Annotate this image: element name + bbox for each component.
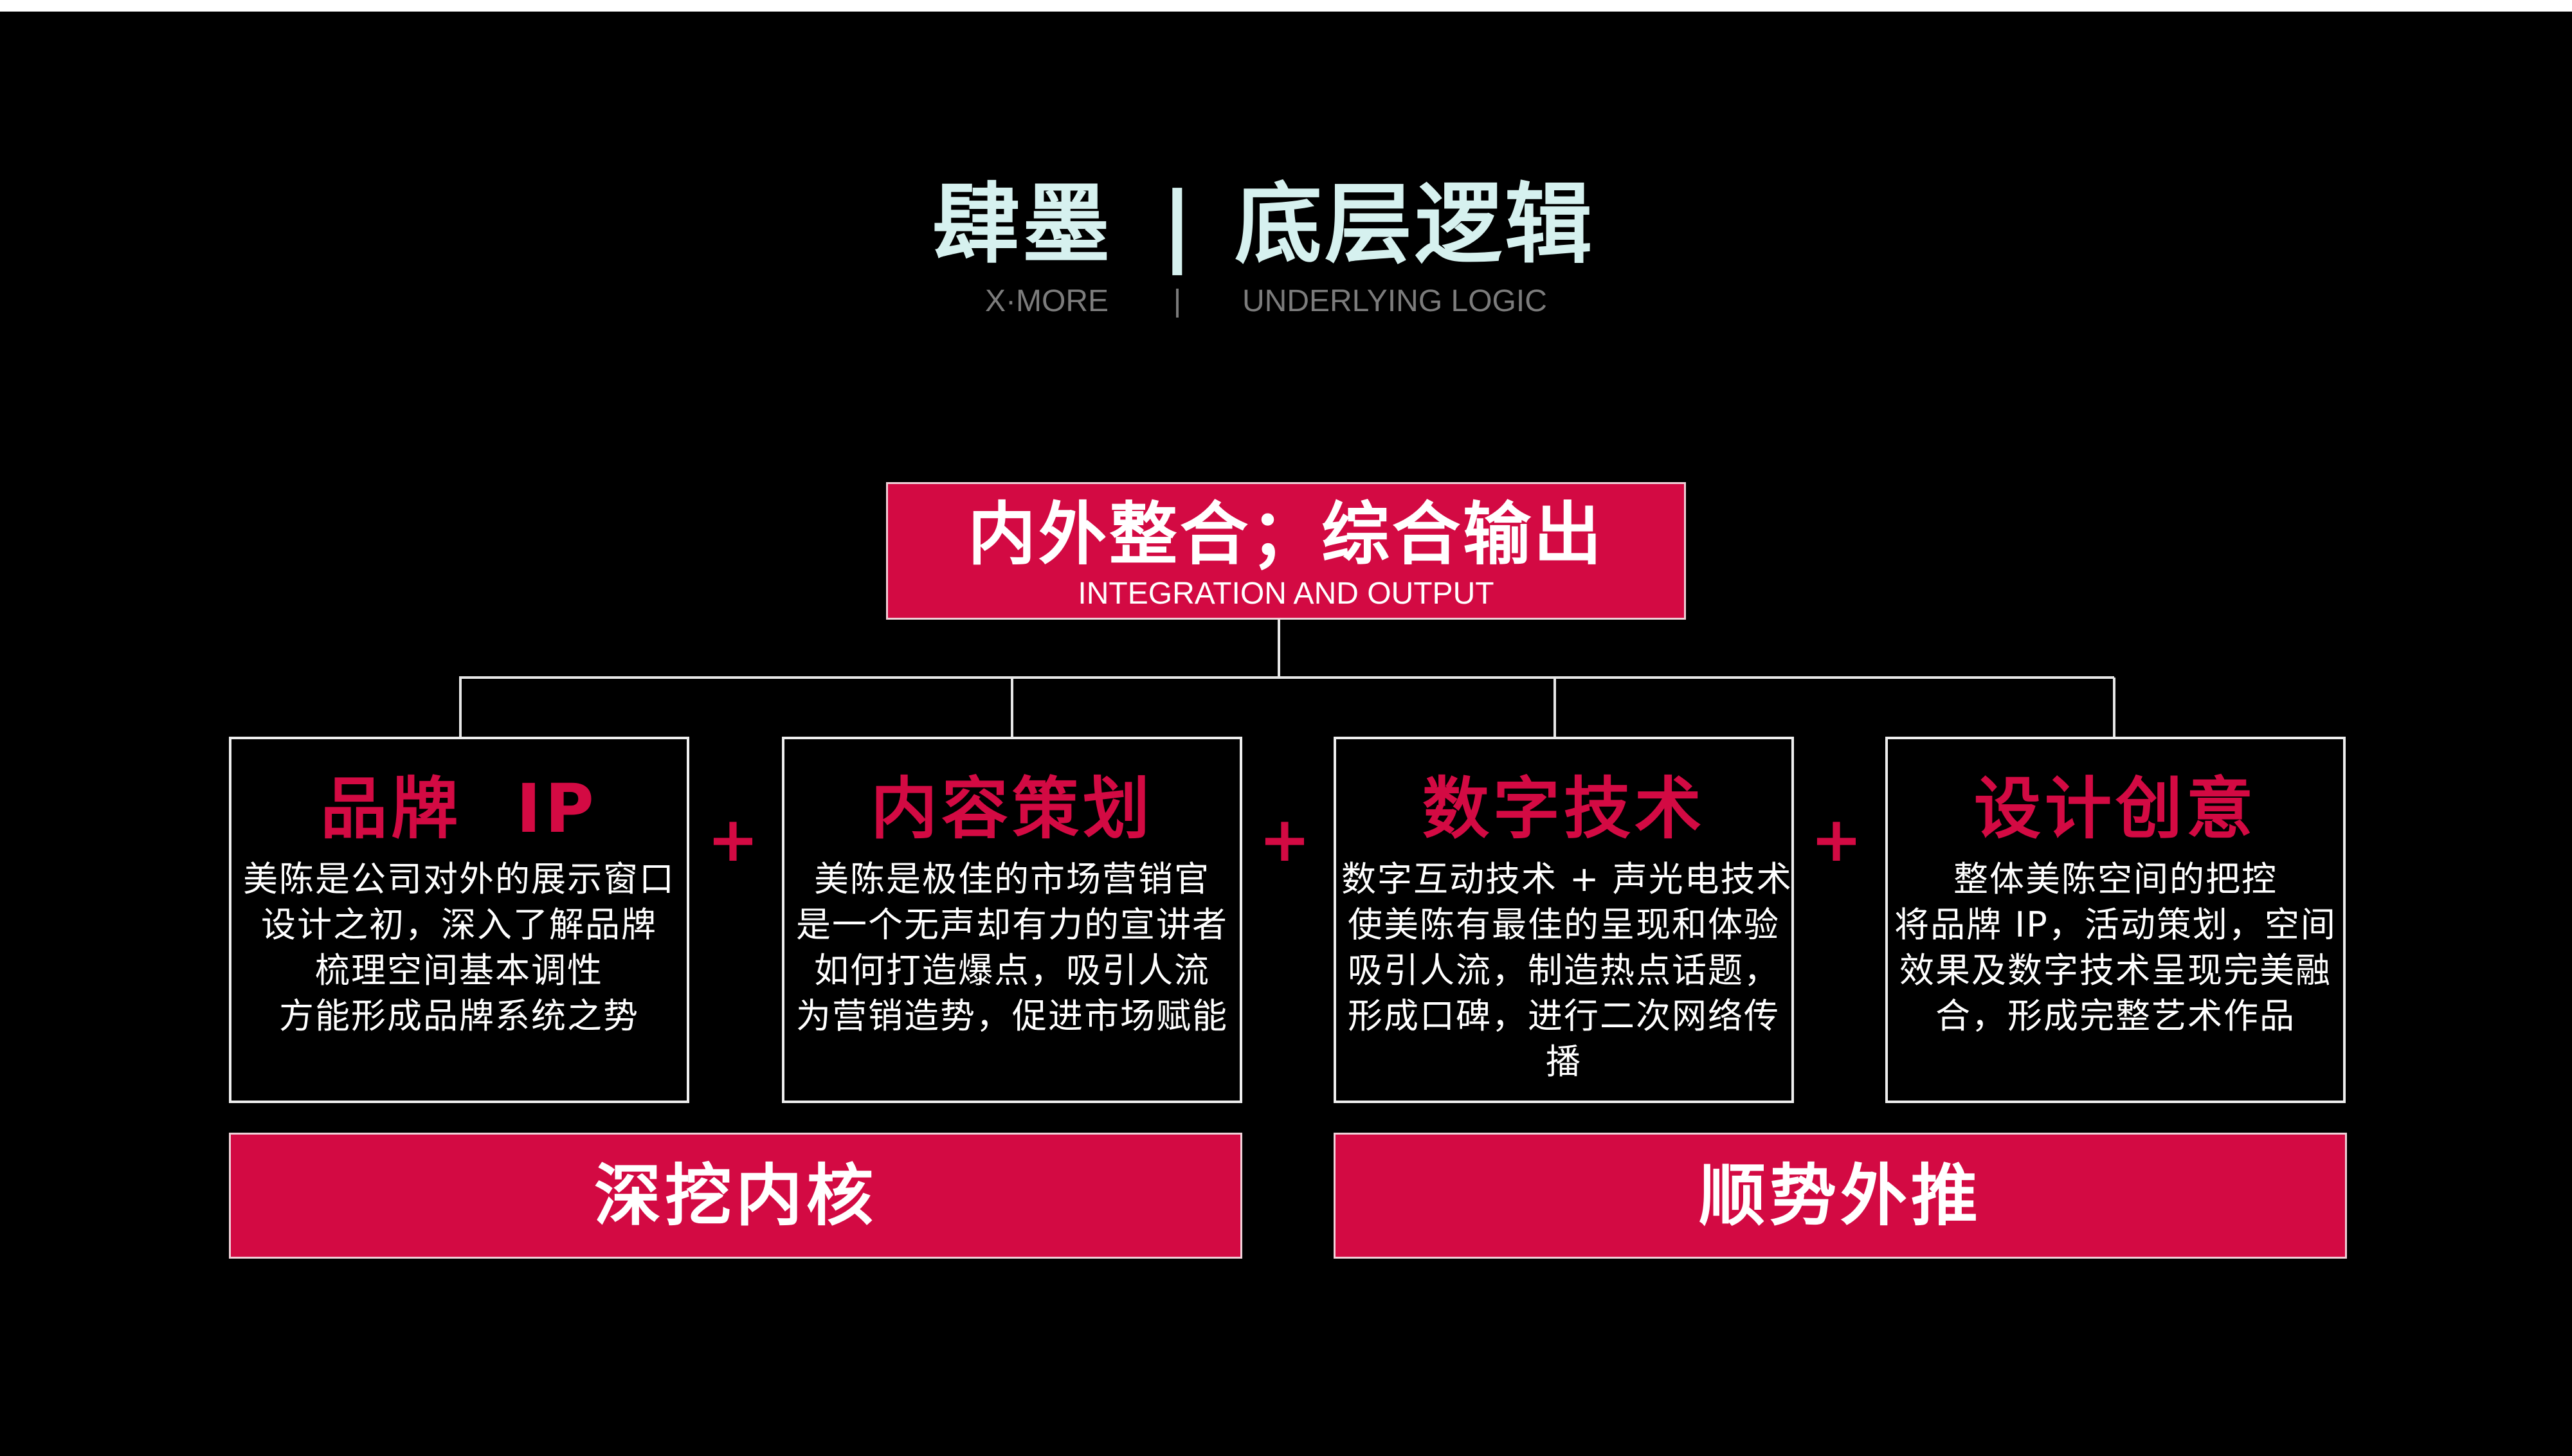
card-content-planning: 内容策划 美陈是极佳的市场营销官 是一个无声却有力的宣讲者 如何打造爆点，吸引人… xyxy=(782,737,1242,1103)
card-line: 数字互动技术 + 声光电技术 xyxy=(1341,859,1793,899)
card-body: 美陈是极佳的市场营销官 是一个无声却有力的宣讲者 如何打造爆点，吸引人流 为营销… xyxy=(790,856,1235,1039)
plus-sign: + xyxy=(1258,804,1311,876)
title-topic: 底层逻辑 xyxy=(1235,174,1595,276)
integration-title: 内外整合；综合输出 xyxy=(968,495,1604,574)
title-separator: | xyxy=(1161,174,1196,276)
card-line: 吸引人流，制造热点话题， xyxy=(1348,950,1780,991)
card-design-creativity: 设计创意 整体美陈空间的把控 将品牌 IP，活动策划，空间 效果及数字技术呈现完… xyxy=(1885,737,2346,1103)
card-line: 是一个无声却有力的宣讲者 xyxy=(796,904,1228,945)
card-digital-tech: 数字技术 数字互动技术 + 声光电技术 使美陈有最佳的呈现和体验 吸引人流，制造… xyxy=(1334,737,1794,1103)
card-line: 美陈是公司对外的展示窗口 xyxy=(243,859,675,899)
plus-sign: + xyxy=(1810,804,1863,876)
card-line: 美陈是极佳的市场营销官 xyxy=(814,859,1210,899)
card-body: 数字互动技术 + 声光电技术 使美陈有最佳的呈现和体验 吸引人流，制造热点话题，… xyxy=(1341,856,1793,1084)
card-line: 方能形成品牌系统之势 xyxy=(279,996,639,1036)
band-push-outward: 顺势外推 xyxy=(1334,1133,2347,1259)
card-line: 如何打造爆点，吸引人流 xyxy=(814,950,1210,991)
card-line: 梳理空间基本调性 xyxy=(315,950,603,991)
card-line: 形成口碑，进行二次网络传 xyxy=(1348,996,1780,1036)
card-line: 效果及数字技术呈现完美融 xyxy=(1899,950,2332,991)
integration-subtitle: INTEGRATION AND OUTPUT xyxy=(1078,577,1494,611)
card-title: 内容策划 xyxy=(870,769,1154,848)
slide: 肆墨 | 底层逻辑 X·MORE | UNDERLYING LOGIC 内外整合… xyxy=(0,12,2572,1456)
title-brand: 肆墨 xyxy=(932,174,1112,276)
page-title: 肆墨 | 底层逻辑 xyxy=(0,161,2572,289)
connector-lines xyxy=(459,620,2115,737)
card-body: 美陈是公司对外的展示窗口 设计之初，深入了解品牌 梳理空间基本调性 方能形成品牌… xyxy=(237,856,682,1039)
subtitle-topic: UNDERLYING LOGIC xyxy=(1242,284,1547,318)
card-line: 整体美陈空间的把控 xyxy=(1953,859,2278,899)
subtitle-separator: | xyxy=(1173,284,1182,318)
card-title: 数字技术 xyxy=(1422,769,1705,848)
card-brand-ip: 品牌 IP 美陈是公司对外的展示窗口 设计之初，深入了解品牌 梳理空间基本调性 … xyxy=(229,737,689,1103)
plus-sign: + xyxy=(707,804,759,876)
card-line: 使美陈有最佳的呈现和体验 xyxy=(1348,904,1780,945)
subtitle-brand: X·MORE xyxy=(985,284,1109,318)
integration-box: 内外整合；综合输出 INTEGRATION AND OUTPUT xyxy=(886,482,1686,620)
card-body: 整体美陈空间的把控 将品牌 IP，活动策划，空间 效果及数字技术呈现完美融 合，… xyxy=(1893,856,2338,1039)
card-line: 为营销造势，促进市场赋能 xyxy=(796,996,1228,1036)
band-dig-core: 深挖内核 xyxy=(229,1133,1242,1259)
card-line: 合，形成完整艺术作品 xyxy=(1935,996,2296,1036)
card-line: 设计之初，深入了解品牌 xyxy=(261,904,657,945)
page-subtitle: X·MORE | UNDERLYING LOGIC xyxy=(0,279,2572,324)
card-line: 播 xyxy=(1546,1041,1582,1082)
card-title: 设计创意 xyxy=(1973,769,2257,848)
card-line: 将品牌 IP，活动策划，空间 xyxy=(1894,904,2337,945)
card-title: 品牌 IP xyxy=(320,769,598,848)
